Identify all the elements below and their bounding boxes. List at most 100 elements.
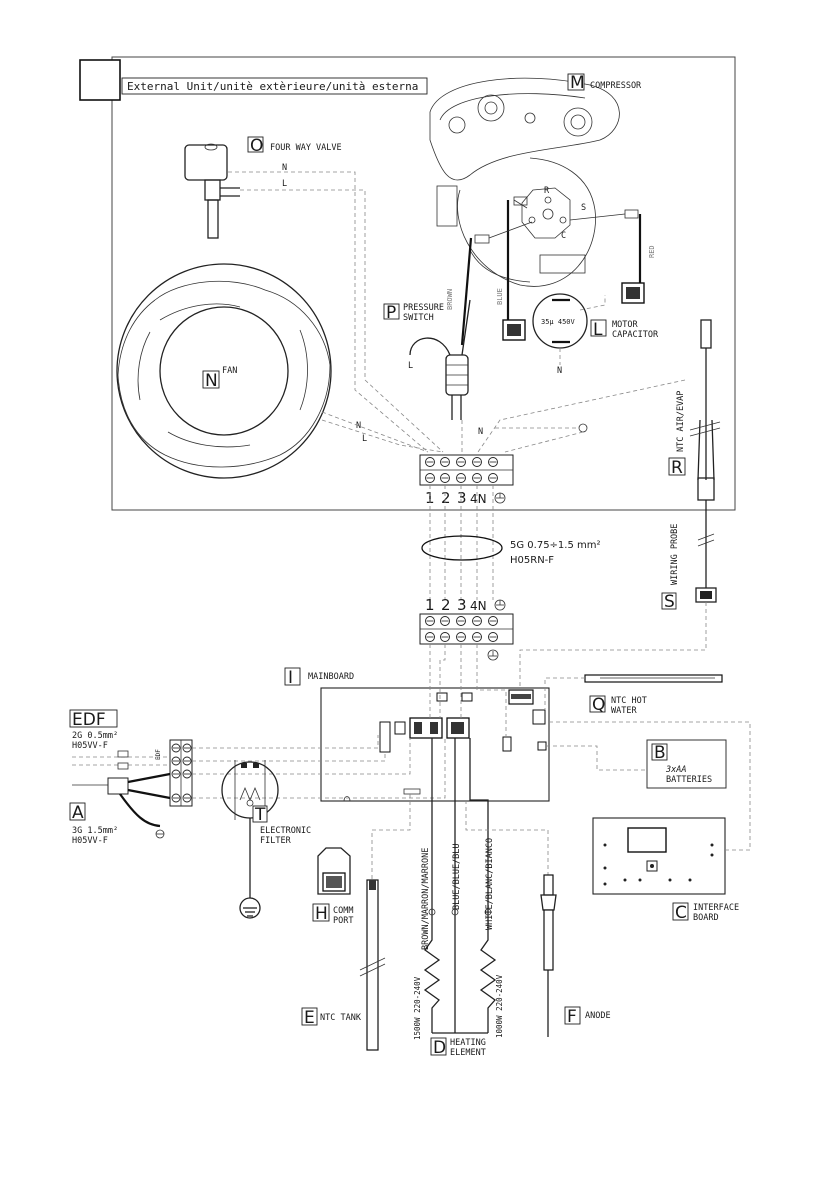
terminal-c-label: C [561, 231, 566, 241]
power-terminal-block [169, 739, 193, 807]
terminal-3-top: 3 [457, 489, 467, 507]
terminal-1-bottom: 1 [425, 596, 435, 614]
valve-n-mark: N [282, 163, 287, 173]
wire-brown-marron-label: BROWN/MARRON/MARRONE [421, 848, 431, 950]
ntc-hot-water-probe [584, 674, 723, 683]
wire-brown-label: BROWN [446, 289, 454, 310]
external-unit-frame [111, 56, 736, 511]
code-t: T [254, 805, 266, 825]
fan-l-mark: L [362, 434, 367, 444]
fan [116, 263, 332, 479]
interface-board [592, 817, 726, 895]
comm-port-label-1: COMM [333, 906, 353, 916]
cable-sheath [421, 535, 503, 561]
wire-blue-label: BLUE [496, 288, 504, 305]
interface-board-label-1: INTERFACE [693, 903, 739, 913]
code-edf: EDF [72, 710, 106, 730]
edf-spec-2: H05VV-F [72, 741, 108, 751]
terminal-2-top: 2 [441, 489, 451, 507]
pressure-switch-label-2: SWITCH [403, 313, 434, 323]
code-c: C [675, 903, 687, 923]
earth-symbol-mid [487, 649, 499, 661]
edf-spec-1: 2G 0.5mm² [72, 731, 118, 741]
wire-blue-blu-label: BLUE/BLUE/BLU [452, 843, 462, 910]
ntc-hot-water-label-2: WATER [611, 706, 637, 716]
heating-element-label-2: ELEMENT [450, 1048, 486, 1058]
electronic-filter-label-2: FILTER [260, 836, 292, 846]
compressor-label: COMPRESSOR [590, 81, 642, 91]
power-cable-spec-1: 3G 1.5mm² [72, 826, 118, 836]
compressor-wiring: BLUE RED BROWN [446, 196, 656, 346]
wiring-probe-label: WIRING PROBE [670, 524, 680, 585]
mainboard-label: MAINBOARD [308, 672, 354, 682]
code-box-c [672, 902, 689, 921]
power-cable-spec-2: H05VV-F [72, 836, 108, 846]
heating-element-label-1: HEATING [450, 1038, 486, 1048]
code-box-n [202, 370, 220, 389]
ntc-tank-probe [359, 879, 386, 1051]
code-box-edf [69, 709, 118, 728]
terminal-1-top: 1 [425, 489, 435, 507]
terminal-block-top [419, 454, 514, 486]
terminal-2-bottom: 2 [441, 596, 451, 614]
code-box-e [301, 1007, 318, 1026]
wire-white-bianco-label: WHITE/BLANC/BIANCO [485, 838, 495, 930]
terminal-r-label: R [544, 186, 550, 196]
pswitch-l-mark: L [408, 361, 413, 371]
code-box-l [590, 319, 607, 337]
mainboard [320, 687, 550, 802]
capacitor-rating: 35μ 450V [541, 318, 576, 326]
code-box-f [564, 1006, 581, 1025]
terminal-4n-bottom: 4N [470, 599, 487, 613]
cable-spec-2: H05RN-F [510, 555, 554, 566]
code-box-a [69, 802, 86, 821]
terminal-n-mark: N [478, 427, 483, 437]
heater-rating-1: 1500W 220-240V [413, 976, 422, 1040]
code-box-i [284, 667, 301, 686]
code-l: L [593, 320, 603, 340]
wire-red-label: RED [648, 245, 656, 258]
ntc-hot-water-label-1: NTC HOT [611, 696, 647, 706]
comm-port-label-2: PORT [333, 916, 353, 926]
code-e: E [304, 1008, 315, 1028]
code-box-h [312, 903, 330, 922]
power-input-cable [72, 772, 171, 828]
batteries-count: 3xAA [665, 765, 686, 775]
code-f: F [567, 1007, 577, 1027]
pressure-switch [409, 299, 471, 420]
code-r: R [671, 458, 683, 478]
code-b: B [654, 743, 666, 763]
code-box-m [567, 73, 585, 91]
ground-symbol-bottom [494, 599, 506, 611]
anode-label: ANODE [585, 1011, 611, 1021]
code-box-b [651, 743, 668, 761]
code-i: I [288, 668, 293, 688]
edf-tag: EDF [155, 749, 162, 760]
section-marker-box [79, 59, 121, 101]
ground-symbol-power [155, 829, 165, 839]
code-box-d [430, 1037, 447, 1056]
page-title: External Unit/unitè extèrieure/unità est… [127, 80, 418, 93]
fan-label: FAN [222, 366, 237, 376]
code-box-s [661, 592, 677, 610]
motor-capacitor-label-2: CAPACITOR [612, 330, 659, 340]
title-box [121, 77, 428, 95]
code-box-t [252, 805, 268, 823]
four-way-valve [184, 143, 240, 239]
motor-capacitor-label-1: MOTOR [612, 320, 638, 330]
four-way-valve-label: FOUR WAY VALVE [270, 143, 342, 153]
code-n: N [205, 371, 218, 391]
terminal-block-bottom [419, 613, 514, 645]
ntc-air-evap-probe [689, 319, 721, 603]
terminal-3-bottom: 3 [457, 596, 467, 614]
code-s: S [664, 592, 675, 612]
earth-symbol-filter [239, 897, 261, 919]
heater-rating-2: 1000W 220-240V [495, 974, 504, 1038]
code-a: A [72, 803, 84, 823]
terminal-4n-top: 4N [470, 492, 487, 506]
pressure-switch-label-1: PRESSURE [403, 303, 444, 313]
ntc-air-evap-label: NTC AIR/EVAP [676, 391, 686, 452]
code-q: Q [592, 695, 605, 715]
code-p: P [386, 303, 396, 323]
